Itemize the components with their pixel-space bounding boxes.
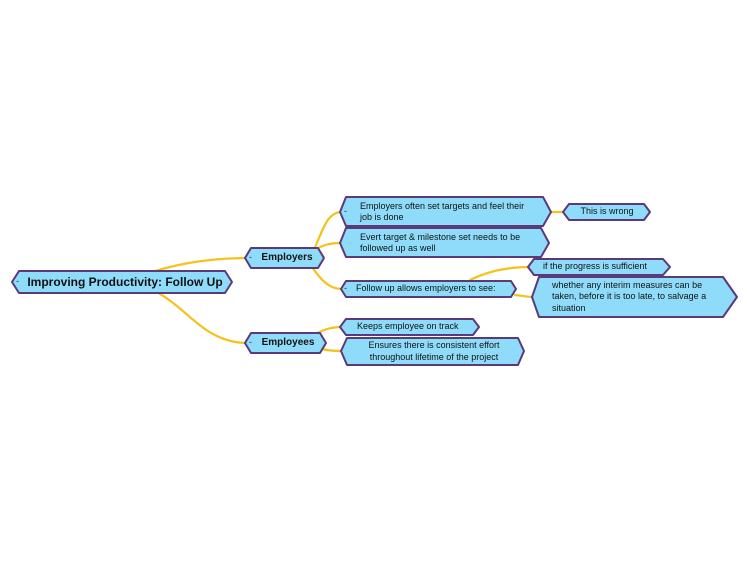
employers-item3-node[interactable] [340, 280, 517, 298]
connector-item3-see1 [468, 265, 532, 282]
employers-node[interactable] [244, 247, 325, 269]
root-node[interactable] [11, 270, 233, 294]
nodes [11, 196, 738, 366]
wrong-node[interactable] [562, 203, 651, 221]
connector-root-employers [153, 256, 250, 273]
employers-item1-node[interactable] [339, 196, 552, 227]
employees-node[interactable] [244, 332, 327, 354]
employers-item2-node[interactable] [339, 227, 550, 258]
employees-item1-node[interactable] [339, 318, 480, 336]
see2-node[interactable] [531, 276, 738, 318]
employees-item2-node[interactable] [340, 337, 525, 366]
see1-node[interactable] [527, 258, 671, 276]
connector-root-employees [153, 289, 250, 345]
